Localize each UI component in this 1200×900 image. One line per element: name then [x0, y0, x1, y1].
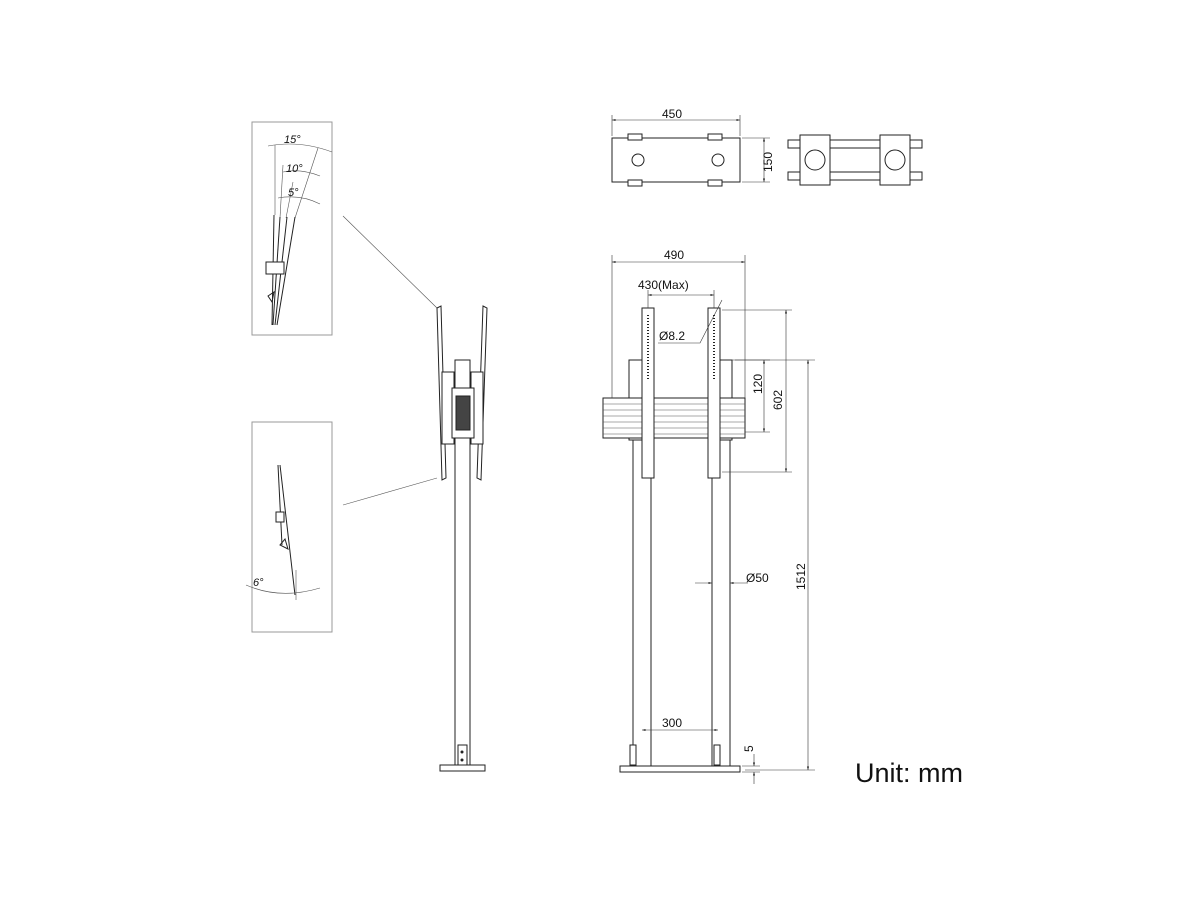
- base-plate: [439, 764, 486, 772]
- tilt-down-detail-inset: 6°: [245, 421, 333, 633]
- dimension-5: 5: [742, 745, 756, 752]
- inset-frame: [251, 421, 333, 633]
- dimension-490: 490: [664, 248, 684, 262]
- crossbar: [602, 397, 746, 439]
- side-view: [436, 305, 488, 772]
- pole-right: [711, 435, 731, 767]
- pole-left: [632, 435, 652, 767]
- top-view: 450 150: [611, 107, 775, 187]
- dimension-300: 300: [662, 716, 682, 730]
- dimension-120: 120: [751, 374, 765, 394]
- inset-frame: [251, 121, 333, 336]
- angle-label-5: 5°: [288, 187, 299, 199]
- tilt-detail-inset: 15° 10° 5°: [251, 121, 333, 336]
- angle-label-10: 10°: [286, 163, 303, 175]
- hole-diameter: Ø8.2: [659, 329, 685, 343]
- leader-line: [342, 215, 438, 309]
- dimension-430-max: 430(Max): [638, 278, 689, 292]
- dimension-602: 602: [771, 390, 785, 410]
- top-view-detail: [787, 134, 923, 186]
- base-plate: [619, 765, 741, 773]
- leader-line: [342, 477, 438, 506]
- pole-diameter: Ø50: [746, 571, 769, 585]
- angle-label-6: 6°: [253, 577, 264, 589]
- front-view: 490 430(Max) Ø8.2 120 602 1512 Ø50 300 5: [602, 248, 815, 784]
- dimension-450: 450: [662, 107, 682, 121]
- angle-label-15: 15°: [284, 134, 301, 146]
- unit-label: Unit: mm: [855, 758, 963, 788]
- dimension-150: 150: [761, 152, 775, 172]
- dimension-1512: 1512: [794, 563, 808, 590]
